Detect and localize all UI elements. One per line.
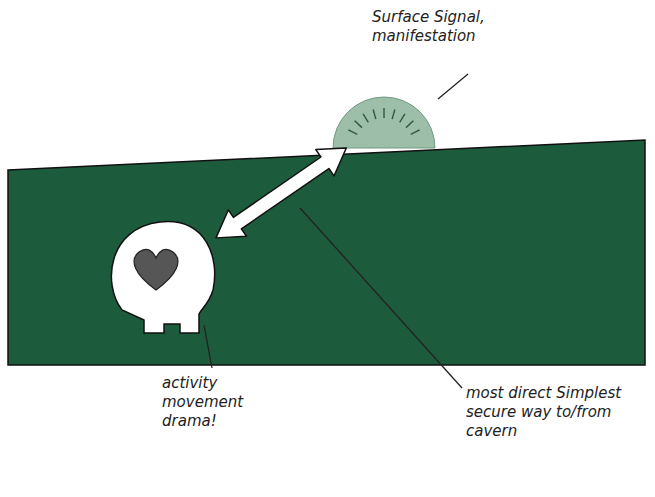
signal-tick bbox=[400, 114, 405, 123]
leader-line bbox=[204, 325, 212, 368]
signal-tick bbox=[406, 121, 413, 128]
signal-tick bbox=[373, 110, 376, 120]
node-label: activity movement drama! bbox=[162, 374, 252, 431]
dome-shape bbox=[333, 97, 435, 148]
heart-symbol bbox=[134, 249, 178, 290]
double-arrow bbox=[216, 148, 346, 238]
signal-tick bbox=[363, 114, 368, 123]
signal-tick bbox=[348, 130, 357, 135]
edge-label: most direct Simplest secure way to/from … bbox=[466, 384, 626, 441]
skull-outline bbox=[111, 222, 214, 333]
signal-tick bbox=[392, 110, 395, 120]
signal-tick bbox=[355, 121, 362, 128]
skull-shape: activity movement drama! bbox=[104, 214, 216, 339]
signal-dome: Surface Signal, manifestation bbox=[332, 96, 436, 148]
ground-band bbox=[8, 140, 645, 365]
node-outline bbox=[104, 214, 216, 339]
signal-tick bbox=[411, 130, 420, 135]
node-label: Surface Signal, manifestation bbox=[372, 8, 492, 46]
node-outline bbox=[332, 96, 436, 148]
signal-tick bbox=[383, 108, 384, 118]
leader-line bbox=[300, 208, 462, 388]
leader-line bbox=[438, 74, 468, 99]
